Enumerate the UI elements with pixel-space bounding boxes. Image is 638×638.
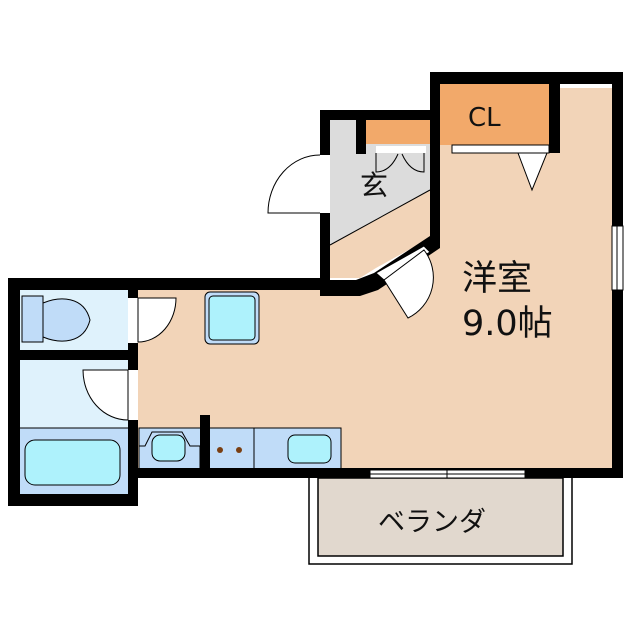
closet-door [451,144,550,154]
balcony [308,469,573,565]
western-room-floor [136,88,612,468]
room-name-label: 洋室 [462,259,533,299]
openings [82,144,624,479]
balcony-label: ベランダ [378,507,486,538]
toilet-room [18,288,130,350]
bathroom [18,427,130,495]
toilet-door [137,297,177,343]
entrance-label: 玄 [360,169,389,202]
stove-burner-icon [236,447,242,453]
washing-machine [204,291,260,345]
washroom-door [82,369,129,421]
room-door [383,249,434,319]
entrance-door [267,154,321,214]
kitchen [138,427,342,471]
closet-label: CL [468,103,501,133]
room-size-label: 9.0帖 [462,304,553,344]
closet [366,83,550,145]
stove-burner-icon [217,447,223,453]
